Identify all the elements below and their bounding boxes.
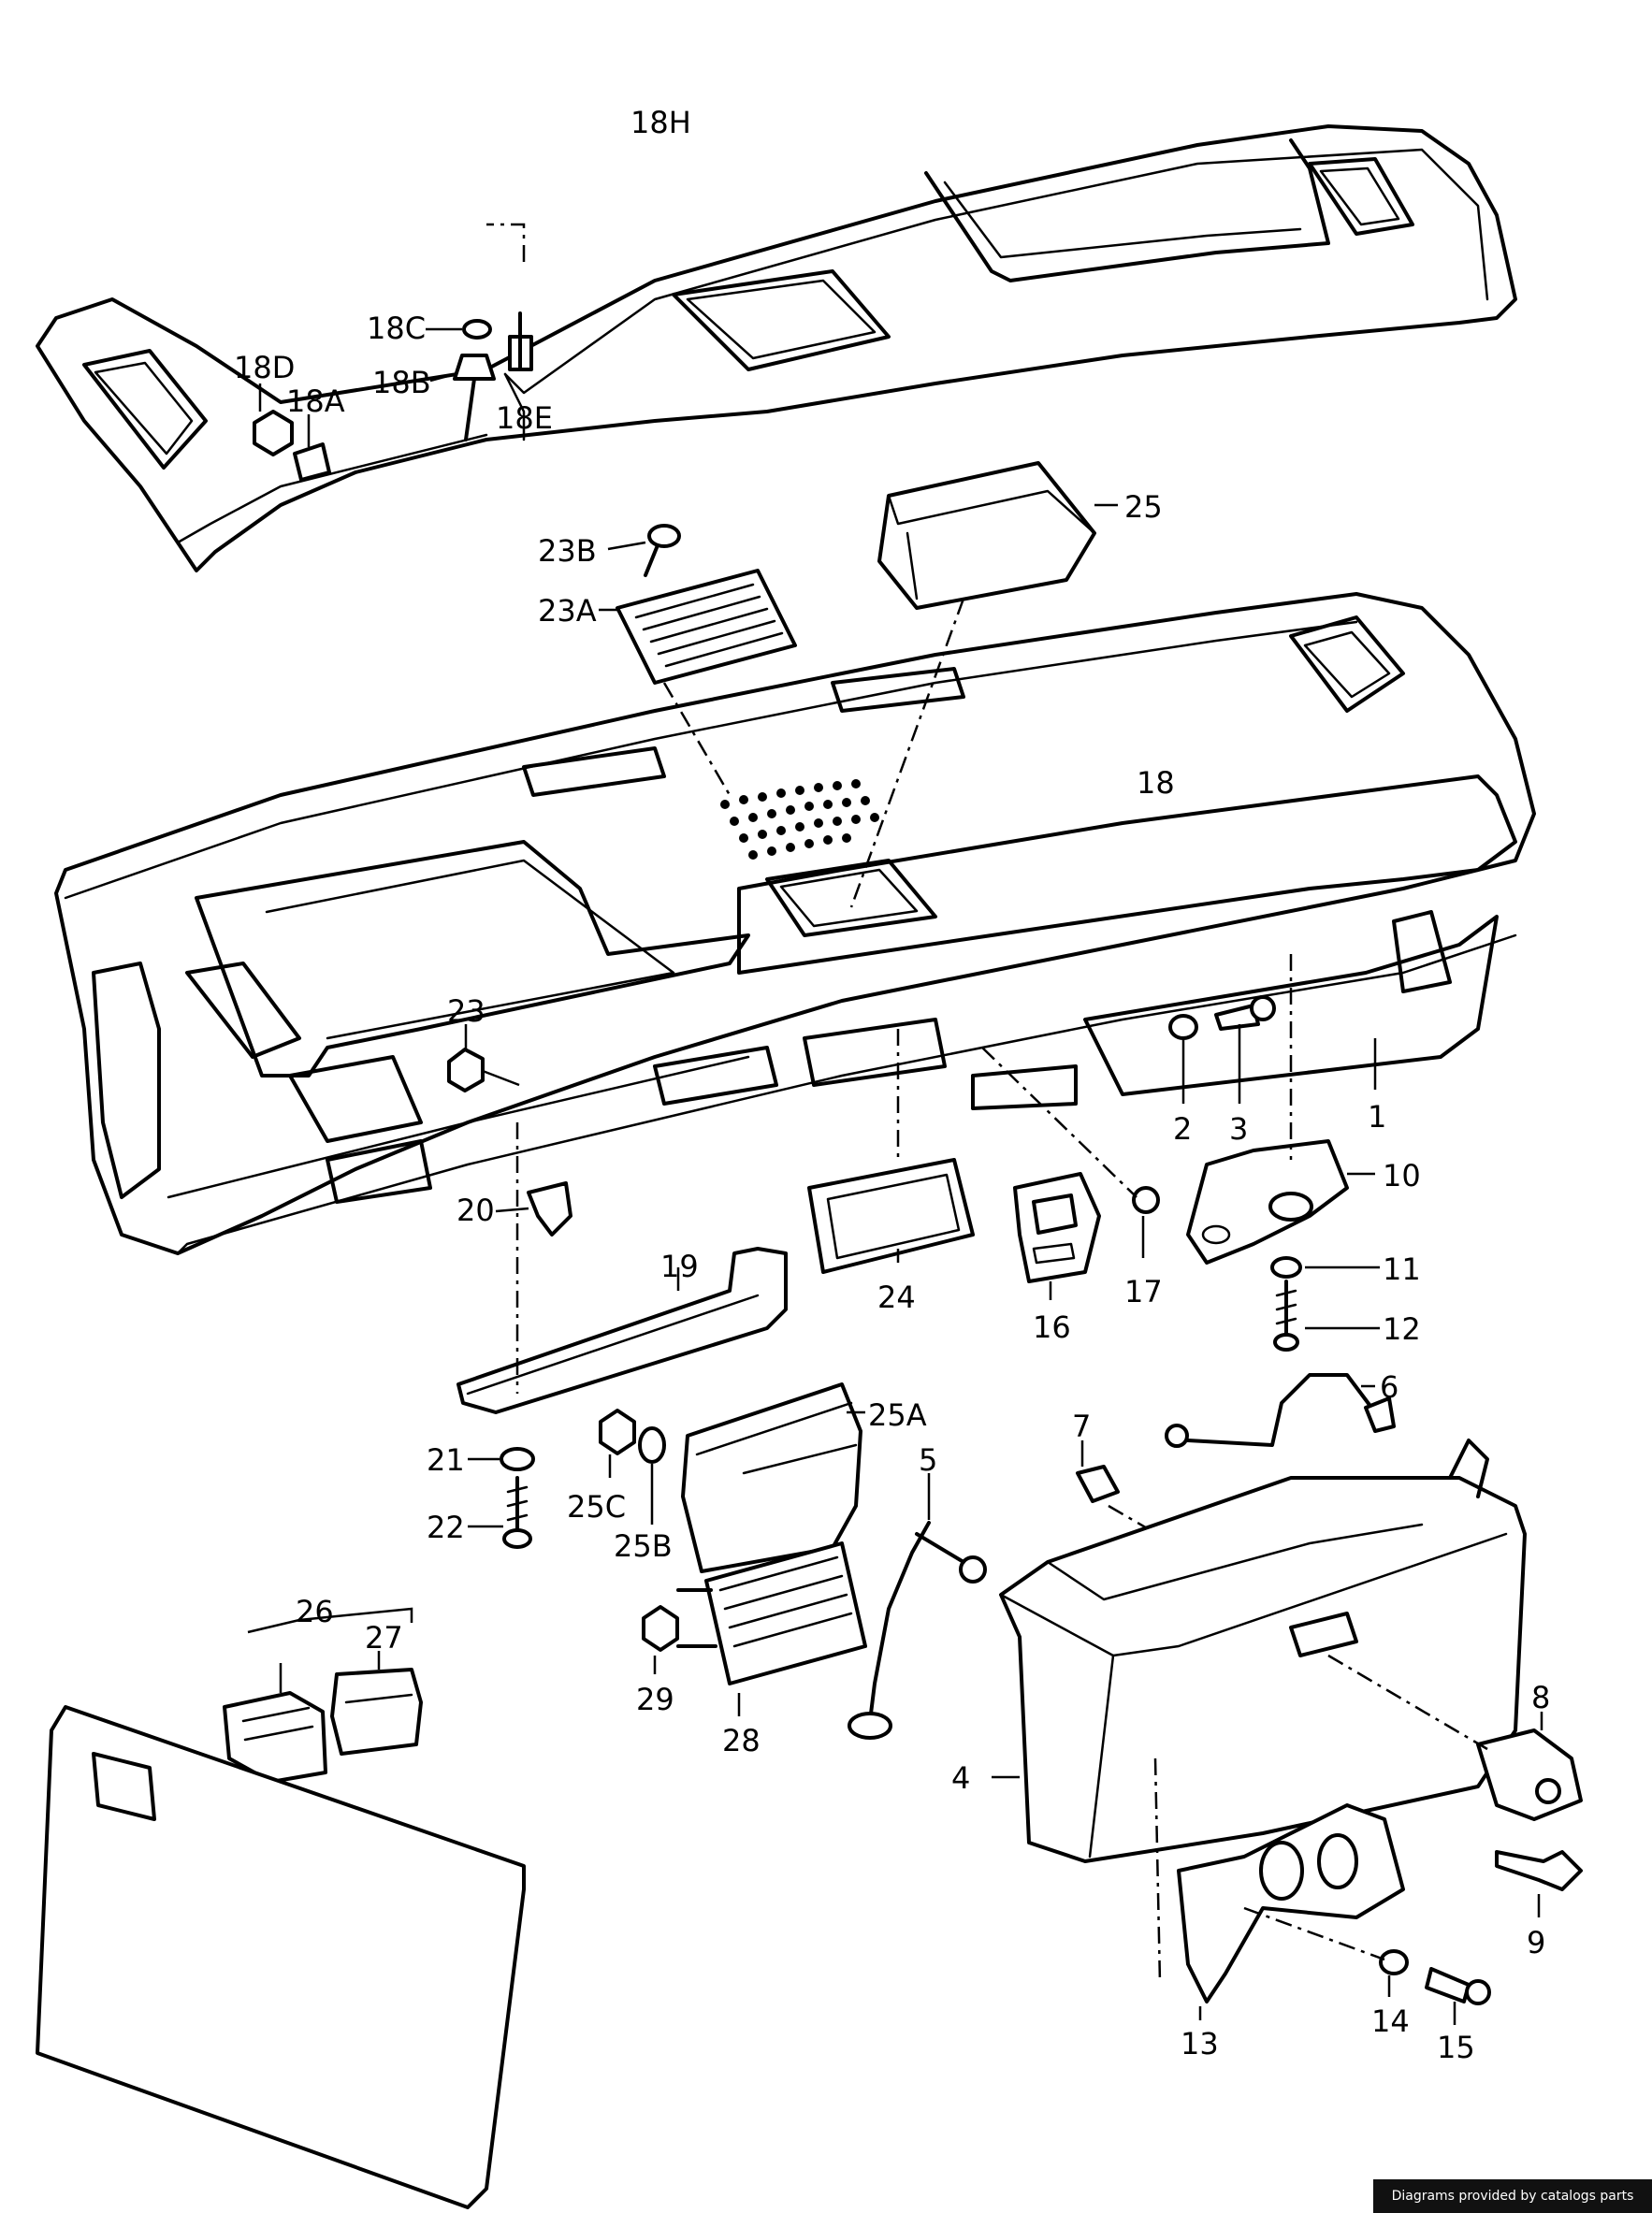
part-6-cable [1165,1373,1396,1448]
label-10: 10 [1383,1158,1421,1193]
label-20: 20 [456,1193,495,1228]
part-25C-nut [599,1409,636,1478]
label-23B: 23B [538,533,597,569]
label-11: 11 [1383,1251,1421,1287]
part-23B-screw [607,524,681,577]
credit-banner: Diagrams provided by catalogs parts [1373,2179,1652,2213]
label-21: 21 [427,1442,465,1478]
part-9-key [1495,1850,1583,1917]
label-1: 1 [1368,1099,1386,1135]
part-18H-upper-trim [36,124,1517,572]
clip-18A [293,442,331,482]
label-18: 18 [1137,765,1175,801]
label-18B: 18B [372,365,431,400]
part-28-grille [676,1541,867,1716]
part-25B-washer [638,1426,666,1525]
washer-18C [462,319,492,340]
label-4: 4 [951,1760,970,1796]
label-6: 6 [1380,1369,1398,1405]
nut-18D [253,410,294,456]
label-12: 12 [1383,1311,1421,1347]
part-4-glove-box [992,1439,1527,1863]
part-21-22-fasteners [468,1447,535,1549]
rivet-18B-head [453,354,496,381]
label-23A: 23A [538,593,597,629]
label-8: 8 [1531,1680,1550,1715]
part-5-cable [848,1473,987,1740]
label-18A: 18A [286,383,345,419]
assembly-line-25 [849,598,965,908]
label-18C: 18C [367,311,426,346]
label-24: 24 [877,1280,916,1315]
part-8-lock [1327,1654,1583,1821]
label-13: 13 [1181,2026,1219,2061]
label-22: 22 [427,1510,465,1545]
label-26: 26 [296,1594,334,1629]
part-24-lamp-housing [807,1029,975,1274]
label-18H: 18H [630,105,691,140]
part-19-trim-strip [456,1122,788,1414]
label-3: 3 [1229,1111,1248,1147]
part-16-switch [1013,1172,1101,1300]
label-15: 15 [1437,2030,1475,2065]
label-25A: 25A [868,1397,927,1433]
speaker-grille-dots [720,779,879,860]
part-20-clip [495,1181,572,1237]
label-27: 27 [365,1620,403,1656]
label-9: 9 [1527,1925,1545,1960]
part-glove-box-door [36,1705,526,2209]
label-14: 14 [1371,2003,1410,2039]
part-23A-vent-grille [599,569,797,685]
label-19: 19 [660,1249,699,1284]
label-23: 23 [447,993,485,1029]
label-25C: 25C [567,1489,626,1525]
part-23-nut [447,1024,520,1092]
label-16: 16 [1033,1309,1071,1345]
part-25A-ashtray [681,1382,865,1573]
part-13-bracket [1153,1757,1405,2020]
label-18D: 18D [234,350,295,385]
label-25B: 25B [614,1528,673,1564]
part-14-15-fasteners [1243,1906,1491,2025]
label-25: 25 [1124,489,1163,525]
part-18-dashboard [54,592,1536,1255]
part-18-hardware [253,311,533,482]
part-29-nut [642,1605,679,1674]
part-10-bracket [1186,954,1375,1265]
part-26-latch [223,1607,413,1784]
label-18E: 18E [496,400,553,436]
label-17: 17 [1124,1274,1163,1309]
part-11-12-fasteners [1270,1256,1380,1352]
label-7: 7 [1072,1409,1091,1444]
callout-labels: 18H 18C 18B 18E 18D 18A 25 23B 23A 18 23… [234,105,1550,2065]
rivet-18B-shank [464,377,476,441]
label-28: 28 [722,1723,761,1758]
part-2-3-fasteners [1168,995,1377,1104]
label-5: 5 [919,1442,937,1478]
assembly-line-23A [662,682,732,796]
label-29: 29 [636,1682,674,1717]
label-2: 2 [1173,1111,1192,1147]
part-17-knob [981,1047,1160,1258]
part-27-latch [330,1651,423,1756]
part-25-ashtray [877,461,1118,610]
